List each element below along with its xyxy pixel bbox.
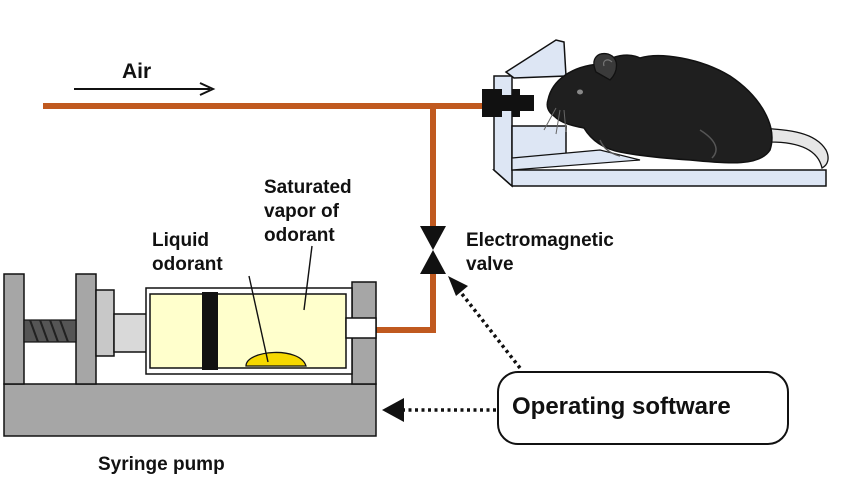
mouse-holder [492,39,827,188]
valve-label-line1: Electromagnetic [466,230,614,251]
air-label: Air [122,60,151,83]
liquid-odorant-label-line2: odorant [152,254,223,275]
control-arrow-to-valve [448,276,522,370]
saturated-vapor-label-line2: vapor of [264,201,340,222]
software-label: Operating software [512,393,731,420]
syringe-pump-label: Syringe pump [98,454,225,475]
valve-label-line2: valve [466,254,514,275]
liquid-odorant-label-line1: Liquid [152,230,209,251]
air-tube [43,103,489,333]
mouse-icon [543,52,829,169]
syringe-pump-icon [3,273,377,437]
nose-port [482,89,534,117]
valve-icon [420,226,446,274]
air-flow-arrow [74,82,216,96]
saturated-vapor-label-line1: Saturated [264,177,352,198]
control-arrow-to-pump [382,398,496,422]
vapor-pointer [303,245,313,311]
software-box [497,371,789,445]
saturated-vapor-label-line3: odorant [264,225,335,246]
liquid-pointer [248,275,269,363]
